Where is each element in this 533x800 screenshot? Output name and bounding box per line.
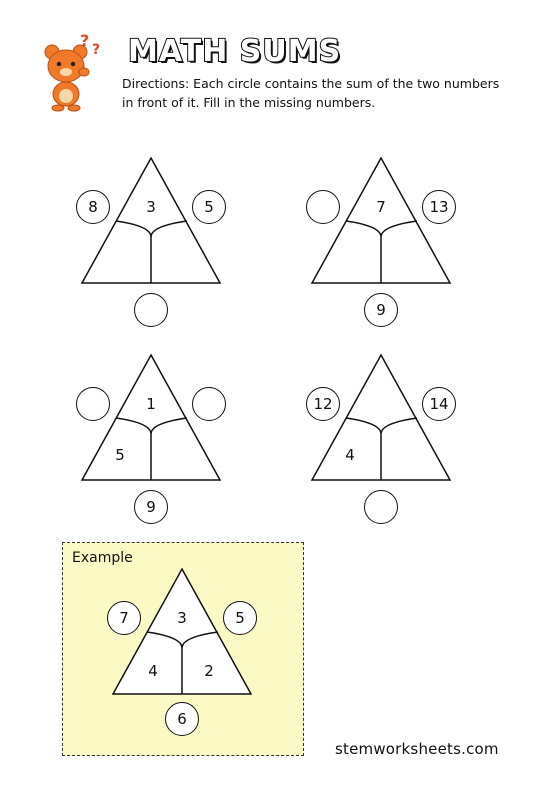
- puzzle-1: 3 8 5: [70, 156, 240, 343]
- sum-circle-right[interactable]: 5: [192, 190, 226, 224]
- triangle-shape: [310, 353, 452, 481]
- sum-circle-bottom[interactable]: 9: [134, 490, 168, 524]
- sum-circle-right: 5: [223, 601, 257, 635]
- example-puzzle: 3 4 2 7 5 6: [101, 567, 271, 754]
- svg-text:?: ?: [92, 42, 100, 58]
- puzzle-3: 1 5 9: [70, 353, 240, 540]
- sum-circle-left[interactable]: [306, 190, 340, 224]
- triangle-shape: [80, 156, 222, 284]
- triangle-top-number: 7: [376, 198, 386, 216]
- triangle-top-number: 1: [146, 395, 156, 413]
- sum-circle-right[interactable]: 14: [422, 387, 456, 421]
- directions-text: Directions: Each circle contains the sum…: [122, 76, 500, 110]
- triangle-shape: [80, 353, 222, 481]
- triangle-left-number: 5: [115, 446, 125, 464]
- sum-circle-left[interactable]: 12: [306, 387, 340, 421]
- triangle-shape: [310, 156, 452, 284]
- triangle-top-number: 3: [146, 198, 156, 216]
- sum-circle-bottom[interactable]: [364, 490, 398, 524]
- sum-circle-left: 7: [107, 601, 141, 635]
- sum-circle-right[interactable]: 13: [422, 190, 456, 224]
- svg-text:?: ?: [80, 32, 89, 50]
- sum-circle-bottom[interactable]: [134, 293, 168, 327]
- sum-circle-right[interactable]: [192, 387, 226, 421]
- triangle-top-number: 3: [177, 609, 187, 627]
- triangle-left-number: 4: [345, 446, 355, 464]
- example-label: Example: [72, 550, 133, 566]
- triangle-shape: [111, 567, 253, 695]
- triangle-right-number: 2: [204, 662, 214, 680]
- triangle-left-number: 4: [148, 662, 158, 680]
- sum-circle-bottom: 6: [165, 702, 199, 736]
- bear-mascot-icon: ? ?: [44, 32, 100, 112]
- puzzle-4: 4 12 14: [300, 353, 470, 540]
- puzzle-2: 7 13 9: [300, 156, 470, 343]
- website-link[interactable]: stemworksheets.com: [335, 740, 499, 758]
- page-title: MATH SUMS: [127, 33, 342, 70]
- sum-circle-left[interactable]: 8: [76, 190, 110, 224]
- sum-circle-bottom[interactable]: 9: [364, 293, 398, 327]
- sum-circle-left[interactable]: [76, 387, 110, 421]
